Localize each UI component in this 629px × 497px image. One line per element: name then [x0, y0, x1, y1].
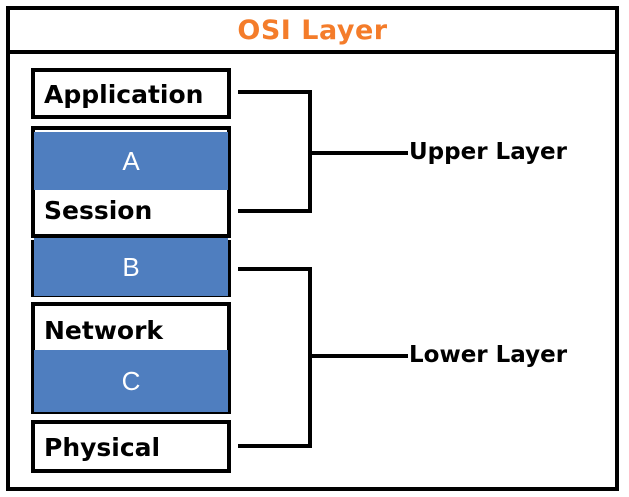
hidden-layer-c-label: C [121, 365, 141, 396]
lower-bracket-connector [308, 354, 408, 358]
hidden-layer-a-label: A [122, 145, 140, 176]
hidden-layer-b: B [34, 238, 228, 296]
title-bar: OSI Layer [10, 10, 615, 54]
layer-physical: Physical [31, 420, 231, 473]
layer-network-label: Network [44, 316, 164, 345]
layer-application: Application [31, 68, 231, 119]
hidden-layer-b-label: B [122, 251, 140, 282]
upper-bracket-top [238, 90, 312, 94]
layer-session-label: Session [44, 196, 153, 225]
upper-layer-label: Upper Layer [409, 139, 567, 165]
lower-bracket-top [238, 267, 312, 271]
diagram-title: OSI Layer [237, 14, 388, 46]
layer-physical-label: Physical [44, 433, 161, 462]
lower-layer-label: Lower Layer [409, 342, 568, 368]
upper-bracket-bottom [238, 209, 312, 213]
layer-application-label: Application [44, 80, 204, 109]
lower-bracket-bottom [238, 444, 312, 448]
hidden-layer-a: A [34, 132, 228, 190]
upper-bracket-connector [308, 151, 408, 155]
hidden-layer-c: C [34, 350, 228, 412]
